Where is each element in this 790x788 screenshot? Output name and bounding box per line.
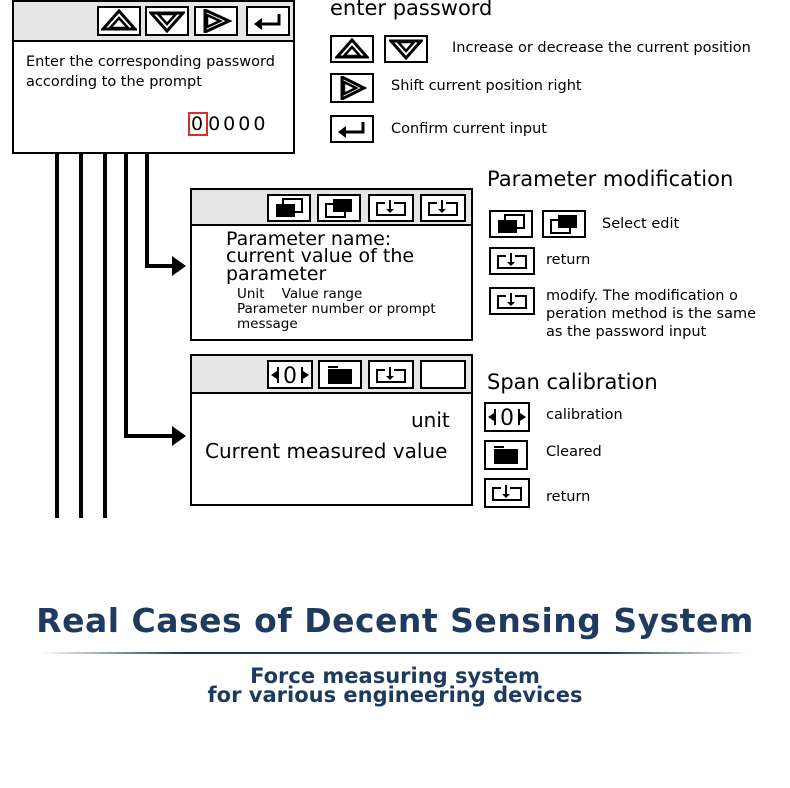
window-select-icon: [498, 214, 525, 233]
footer-subtitle-line1: Force measuring system: [250, 664, 540, 688]
password-legend-heading: enter password: [330, 0, 493, 20]
arrow-head-measure: [172, 426, 186, 446]
window-select-icon: [276, 198, 303, 217]
measure-return-button[interactable]: [368, 360, 414, 389]
parameter-message: message: [237, 316, 298, 332]
parameter-legend-heading: Parameter modification: [487, 167, 734, 191]
clear-button[interactable]: [318, 360, 362, 389]
legend-shift-right-text: Shift current position right: [391, 78, 582, 94]
return-icon: [492, 485, 522, 501]
right-double-icon: [203, 9, 233, 33]
legend-calibration-text: calibration: [546, 407, 623, 423]
zero-calibrate-icon: 0: [271, 364, 309, 387]
modify-button[interactable]: [420, 194, 466, 222]
enter-icon: [338, 122, 365, 138]
legend-confirm-text: Confirm current input: [391, 121, 547, 137]
right-double-icon: [340, 76, 368, 100]
arrow-shaft-parameter: [145, 264, 175, 268]
span-legend-heading: Span calibration: [487, 370, 658, 394]
legend-confirm-button: [330, 115, 374, 143]
parameter-unit-range: Unit Value range: [237, 286, 363, 302]
password-prompt-line2: according to the prompt: [26, 74, 202, 90]
password-current-digit: 0: [188, 112, 209, 136]
legend-return-text: return: [546, 252, 591, 268]
legend-return-button: [489, 247, 535, 275]
parameter-name-label: Parameter name:: [226, 228, 392, 250]
measure-empty-button[interactable]: [420, 360, 466, 389]
footer-title: Real Cases of Decent Sensing System: [36, 601, 754, 640]
zero-calibrate-icon: 0: [488, 406, 526, 429]
select-edit-button-2[interactable]: [317, 194, 361, 222]
current-measured-value: Current measured value: [205, 439, 448, 463]
increase-button[interactable]: [97, 6, 141, 36]
return-icon: [376, 366, 406, 383]
legend-modify-text-3: as the password input: [546, 324, 707, 340]
legend-increase-button: [330, 35, 374, 63]
return-icon: [376, 200, 406, 216]
legend-span-return-button: [484, 478, 530, 508]
up-double-icon: [101, 9, 137, 31]
legend-increase-decrease-text: Increase or decrease the current positio…: [452, 40, 751, 56]
legend-clear-button: [484, 440, 528, 470]
decrease-button[interactable]: [145, 6, 189, 36]
legend-select-edit-text: Select edit: [602, 216, 680, 232]
shift-right-button[interactable]: [194, 6, 238, 36]
window-select-filled-icon: [550, 215, 577, 234]
legend-modify-button: [489, 287, 535, 315]
legend-span-return-text: return: [546, 489, 591, 505]
modify-icon: [428, 200, 458, 216]
parameter-label: parameter: [226, 263, 327, 285]
clear-icon: [328, 365, 352, 384]
password-remaining-digits: 0000: [208, 113, 269, 135]
return-button[interactable]: [368, 194, 414, 222]
enter-icon: [254, 14, 281, 30]
zero-calibrate-glyph: 0: [283, 364, 297, 387]
legend-zero-calibrate-button: 0: [484, 402, 530, 432]
legend-modify-text-1: modify. The modification o: [546, 288, 738, 304]
footer-subtitle-line2: for various engineering devices: [207, 683, 583, 707]
arrow-shaft-measure: [124, 434, 175, 438]
legend-zero-calibrate-glyph: 0: [500, 406, 514, 429]
connector-line-1: [55, 153, 59, 518]
down-double-icon: [389, 39, 423, 60]
select-edit-button-1[interactable]: [267, 194, 311, 222]
legend-select-edit-button-1: [489, 210, 533, 238]
modify-icon: [497, 293, 527, 309]
arrow-head-parameter: [172, 256, 186, 276]
return-icon: [497, 253, 527, 269]
parameter-number-prompt: Parameter number or prompt: [237, 301, 436, 317]
clear-icon: [494, 446, 518, 464]
confirm-button[interactable]: [246, 6, 290, 36]
connector-line-5: [145, 153, 149, 268]
zero-calibrate-button[interactable]: 0: [267, 360, 313, 389]
connector-line-2: [79, 153, 83, 518]
parameter-panel: Parameter name: current value of the par…: [190, 188, 473, 341]
down-double-icon: [149, 11, 185, 33]
parameter-current-value-label: current value of the: [226, 245, 415, 267]
password-panel: Enter the corresponding password accordi…: [12, 0, 295, 154]
connector-line-4: [124, 153, 128, 438]
measure-unit: unit: [411, 408, 450, 432]
legend-shift-right-button: [330, 73, 374, 103]
connector-line-3: [103, 153, 107, 518]
legend-cleared-text: Cleared: [546, 444, 602, 460]
up-double-icon: [335, 38, 369, 59]
footer-divider: [40, 652, 750, 654]
password-prompt-line1: Enter the corresponding password: [26, 54, 275, 70]
measure-panel: 0 unit Current measured value: [190, 354, 473, 506]
legend-modify-text-2: peration method is the same: [546, 306, 757, 322]
window-select-filled-icon: [325, 199, 352, 218]
legend-decrease-button: [384, 35, 428, 63]
legend-select-edit-button-2: [542, 210, 586, 238]
